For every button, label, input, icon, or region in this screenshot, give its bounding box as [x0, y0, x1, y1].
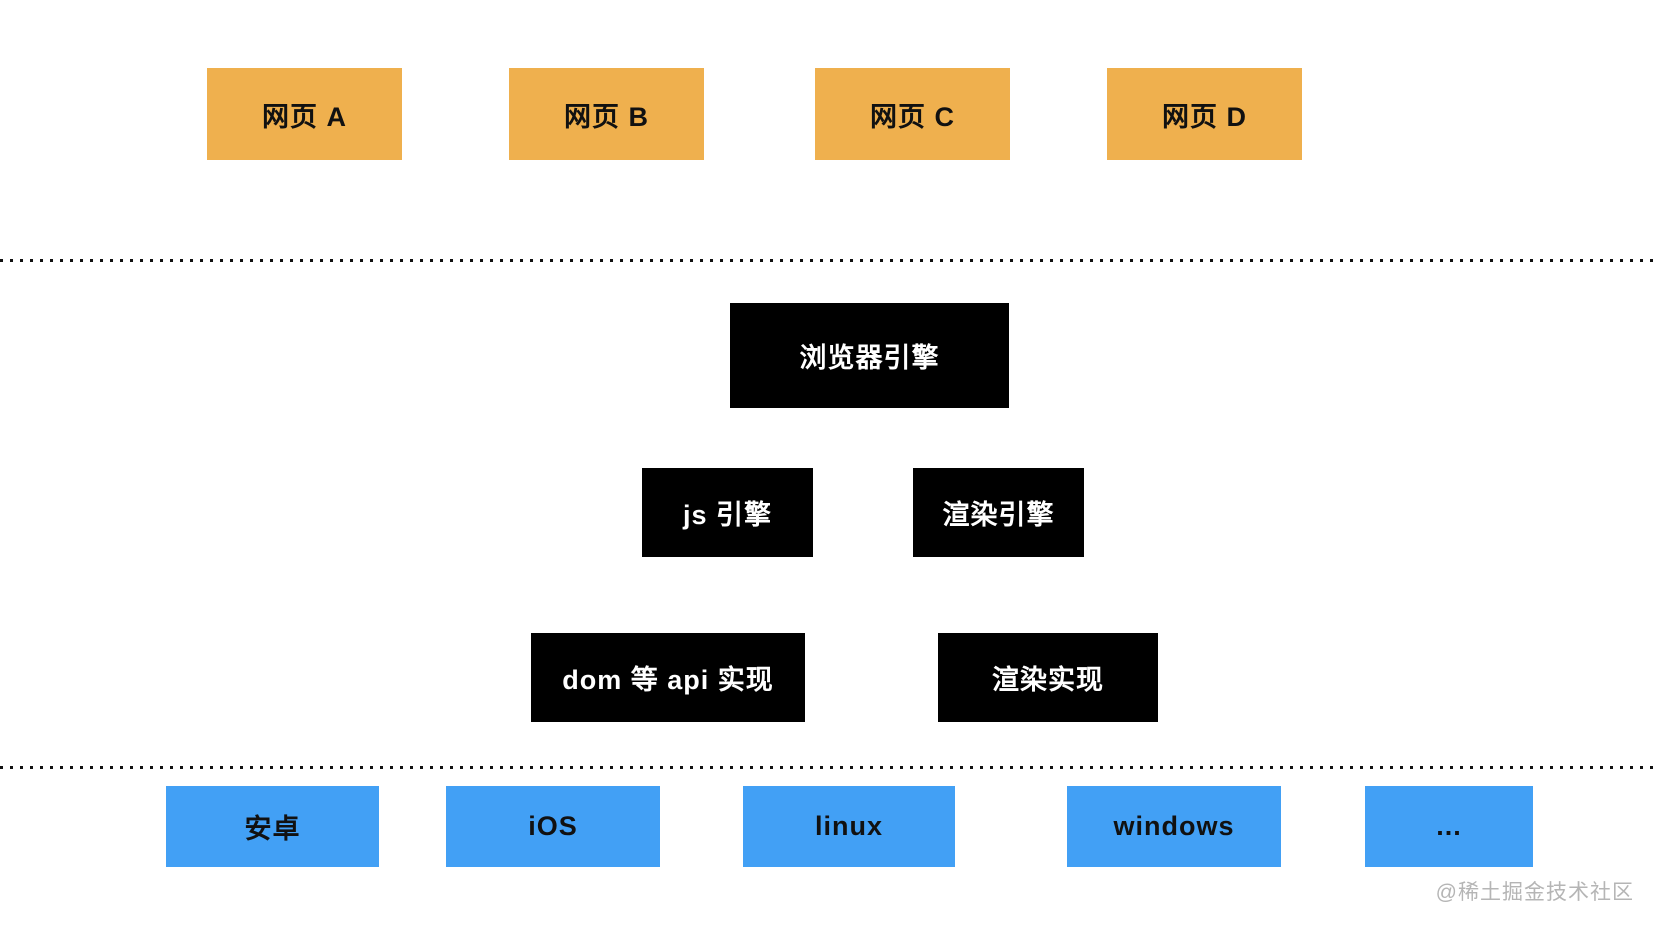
render-impl-box: 渲染实现 [938, 633, 1158, 722]
platform-box-windows: windows [1067, 786, 1281, 867]
webpage-box-a: 网页 A [207, 68, 402, 160]
render-engine-box: 渲染引擎 [913, 468, 1084, 557]
platform-box-ios: iOS [446, 786, 660, 867]
dom-api-impl-box: dom 等 api 实现 [531, 633, 805, 722]
platform-box-ellipsis: ... [1365, 786, 1533, 867]
platform-box-android: 安卓 [166, 786, 379, 867]
js-engine-box: js 引擎 [642, 468, 813, 557]
platform-box-linux: linux [743, 786, 955, 867]
browser-engine-box: 浏览器引擎 [730, 303, 1009, 408]
webpage-box-c: 网页 C [815, 68, 1010, 160]
upper-dotted-divider [0, 259, 1656, 262]
lower-dotted-divider [0, 766, 1656, 769]
webpage-box-d: 网页 D [1107, 68, 1302, 160]
juejin-watermark: @稀土掘金技术社区 [1435, 881, 1634, 904]
webpage-box-b: 网页 B [509, 68, 704, 160]
